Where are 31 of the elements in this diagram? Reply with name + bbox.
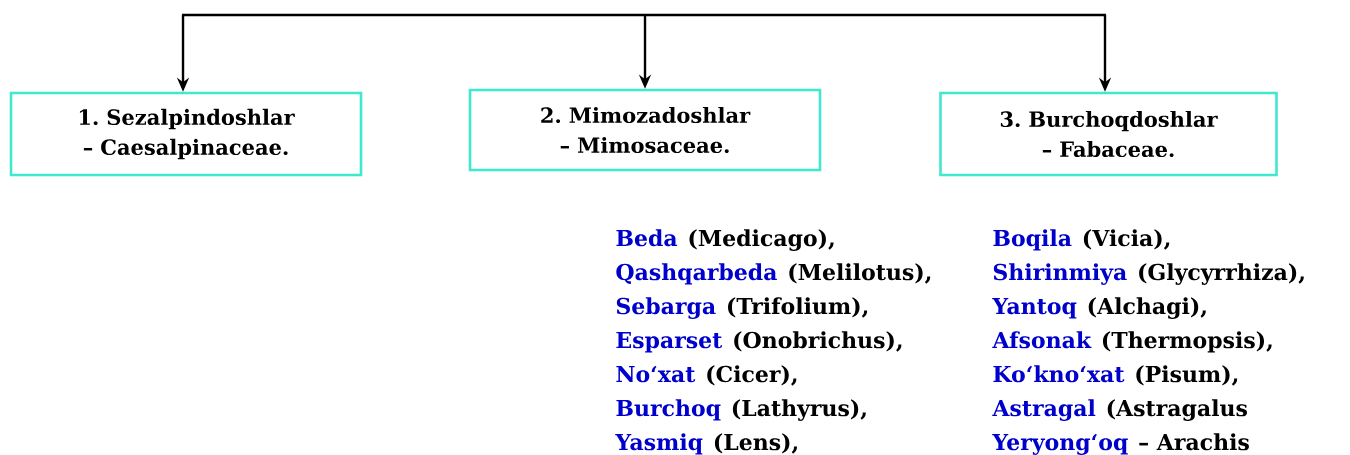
genus-name: Qashqarbeda xyxy=(616,263,777,285)
family-box: 1. Sezalpindoshlar – Caesalpinaceae. xyxy=(9,91,363,177)
latin-name: (Onobrichus), xyxy=(734,331,902,352)
genus-name: Yeryong‘oq xyxy=(992,433,1128,455)
genus-name: No‘xat xyxy=(616,365,696,383)
latin-name: (Vicia), xyxy=(1083,229,1170,250)
family-box: 3. Burchoqdoshlar – Fabaceae. xyxy=(939,91,1278,177)
latin-name: (Trifolium), xyxy=(728,297,868,318)
genus-name: Yasmiq xyxy=(615,433,703,455)
latin-name: (Glycyrrhiza), xyxy=(1139,263,1304,285)
latin-name: (Astragalus xyxy=(1107,399,1247,421)
latin-name: (Medicago), xyxy=(689,229,834,251)
family-box: 2. Mimozadoshlar – Mimosaceae. xyxy=(468,88,822,172)
genus-name: Astragal xyxy=(992,399,1096,421)
genus-name: Afsonak xyxy=(992,331,1092,349)
latin-name: (Melilotus), xyxy=(789,263,931,284)
latin-name: (Lens), xyxy=(714,433,798,454)
latin-name: (Pisum), xyxy=(1136,365,1238,386)
genus-name: Sebarga xyxy=(616,297,716,319)
latin-name: (Thermopsis), xyxy=(1102,331,1272,353)
genus-name: Esparset xyxy=(616,331,723,353)
genus-name: Beda xyxy=(616,229,678,247)
genus-name: Shirinmiya xyxy=(993,263,1127,285)
genus-name: Yantoq xyxy=(992,297,1077,319)
genus-name: Boqila xyxy=(993,229,1072,251)
latin-name: (Lathyrus), xyxy=(732,399,866,421)
latin-name: (Cicer), xyxy=(707,365,797,386)
latin-name: (Alchagi), xyxy=(1088,297,1206,319)
genus-name: Ko‘kno‘xat xyxy=(993,365,1125,383)
latin-name: – Arachis xyxy=(1139,433,1249,451)
genus-name: Burchoq xyxy=(616,399,721,421)
